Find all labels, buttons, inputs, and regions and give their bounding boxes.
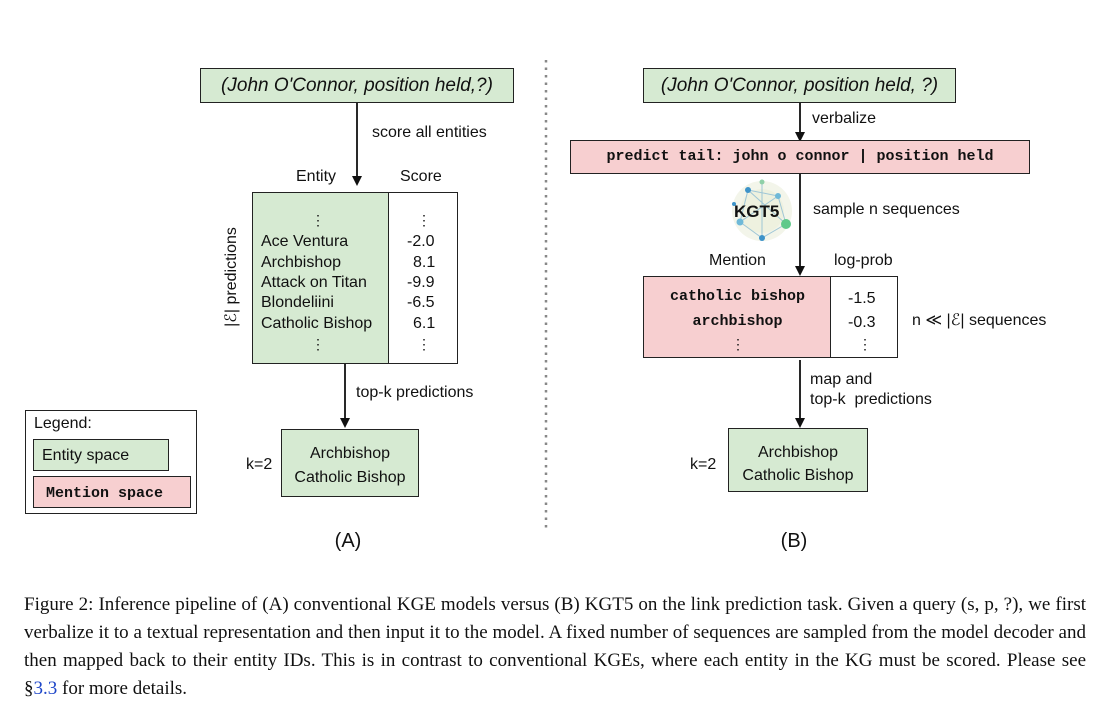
score-row: 6.1 — [413, 315, 436, 332]
entity-row: Ace Ventura — [261, 233, 349, 250]
entity-ellipsis-bottom: ⋮ — [311, 336, 325, 352]
verbalized-text: predict tail: john o connor | position h… — [606, 148, 994, 165]
score-row: -2.0 — [407, 233, 435, 250]
score-table: ⋮ -2.0 8.1 -9.9 -6.5 6.1 ⋮ — [388, 192, 458, 364]
panel-label-a: (A) — [334, 530, 362, 552]
entity-ellipsis-top: ⋮ — [311, 212, 325, 228]
predictions-label-text: |ℰ| predictions — [223, 227, 240, 327]
score-ellipsis-top: ⋮ — [417, 212, 431, 228]
query-box-a: (John O'Connor, position held,?) — [200, 68, 514, 103]
step-verbalize: verbalize — [812, 110, 877, 127]
score-ellipsis-bottom: ⋮ — [417, 336, 431, 352]
step-map: map and — [810, 371, 873, 388]
mention-ellipsis: ⋮ — [731, 336, 745, 352]
logprob-table: -1.5 -0.3 ⋮ — [830, 276, 898, 358]
query-box-b: (John O'Connor, position held, ?) — [643, 68, 956, 103]
section-link[interactable]: 3.3 — [33, 678, 58, 699]
predictions-label: |ℰ| predictions — [221, 192, 241, 362]
entity-row: Catholic Bishop — [261, 315, 373, 332]
logprob-ellipsis: ⋮ — [858, 336, 872, 352]
query-text-b: (John O'Connor, position held, ?) — [660, 75, 939, 96]
col-entity-header: Entity — [296, 168, 337, 185]
panel-label-b: (B) — [780, 530, 808, 552]
step-score-all: score all entities — [372, 124, 487, 141]
score-row: 8.1 — [413, 254, 436, 271]
step-topk-a: top-k predictions — [356, 384, 474, 401]
col-mention-header: Mention — [709, 252, 766, 269]
legend-entity-space-label: Entity space — [42, 447, 130, 464]
caption-text: Figure 2: Inference pipeline of (A) conv… — [24, 594, 1086, 699]
legend: Legend: Entity space Mention space — [25, 410, 197, 514]
result-box-a: Archbishop Catholic Bishop — [281, 429, 419, 497]
query-text-a: (John O'Connor, position held,?) — [221, 75, 493, 96]
sequence-note: n ≪ |ℰ| sequences — [912, 312, 1047, 329]
logprob-row: -1.5 — [848, 290, 876, 307]
legend-mention-space-label: Mention space — [46, 485, 164, 502]
model-name: KGT5 — [734, 202, 780, 221]
score-row: -6.5 — [407, 294, 435, 311]
result-item: Catholic Bishop — [742, 467, 854, 484]
legend-title: Legend: — [34, 415, 92, 432]
caption-text-end: for more details. — [57, 678, 188, 699]
step-sample: sample n sequences — [813, 201, 960, 218]
k-label-a: k=2 — [246, 456, 273, 473]
col-logprob-header: log-prob — [834, 252, 893, 269]
entity-row: Archbishop — [261, 254, 342, 271]
mention-row: archbishop — [692, 313, 783, 330]
network-icon — [732, 179, 792, 241]
result-item: Archbishop — [757, 444, 839, 461]
verbalized-box: predict tail: john o connor | position h… — [570, 140, 1030, 174]
legend-mention-space: Mention space — [33, 476, 191, 508]
mention-table: catholic bishop archbishop ⋮ — [643, 276, 832, 358]
figure-caption: Figure 2: Inference pipeline of (A) conv… — [24, 591, 1086, 703]
k-label-b: k=2 — [690, 456, 717, 473]
score-row: -9.9 — [407, 274, 435, 291]
logprob-row: -0.3 — [848, 314, 876, 331]
entity-table: ⋮ Ace Ventura Archbishop Attack on Titan… — [252, 192, 390, 364]
result-item: Archbishop — [309, 445, 391, 462]
mention-row: catholic bishop — [669, 288, 806, 305]
result-item: Catholic Bishop — [294, 469, 406, 486]
col-score-header: Score — [400, 168, 442, 185]
legend-entity-space: Entity space — [33, 439, 169, 471]
entity-row: Attack on Titan — [261, 274, 367, 291]
step-topk-b: top-k predictions — [810, 391, 932, 408]
result-box-b: Archbishop Catholic Bishop — [728, 428, 868, 492]
entity-row: Blondeliini — [261, 294, 334, 311]
